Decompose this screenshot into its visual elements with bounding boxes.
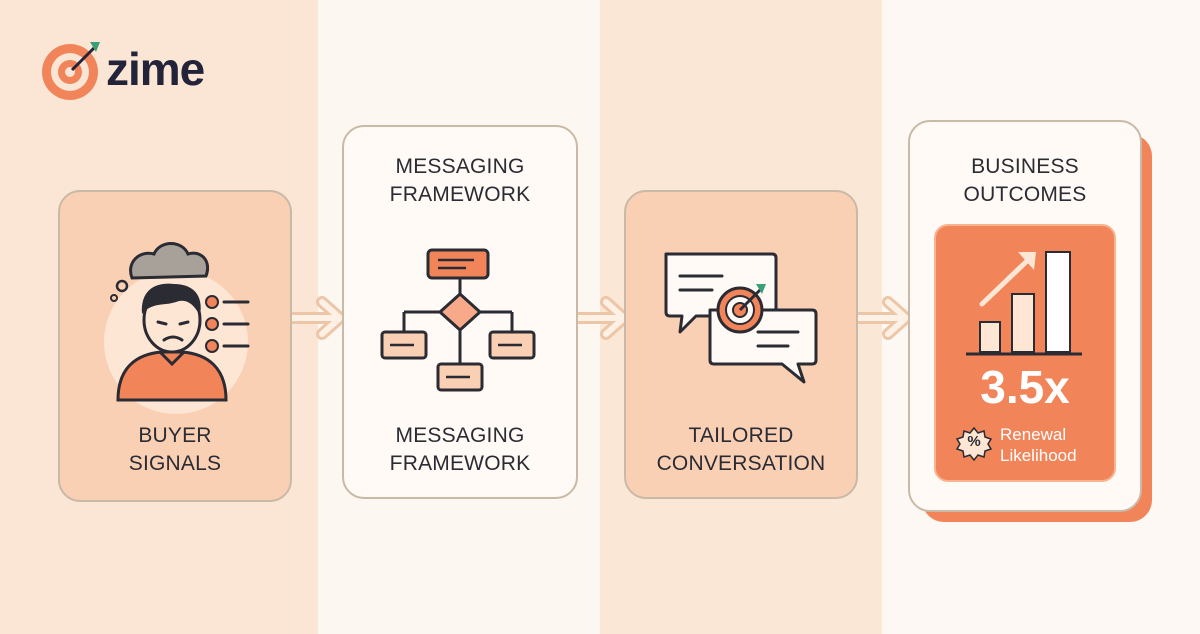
percent-badge-symbol: % xyxy=(967,433,981,450)
chat-bubbles-target-icon xyxy=(664,252,818,384)
target-logo-icon xyxy=(42,42,100,100)
zime-logo: zime xyxy=(40,38,240,102)
person-thinking-icon xyxy=(104,242,250,414)
growth-bar-chart-icon xyxy=(966,251,1082,356)
percent-badge-icon xyxy=(955,426,993,462)
brand-name: zime xyxy=(106,43,205,95)
outcome-value: 3.5x xyxy=(980,361,1070,413)
flowchart-icon xyxy=(380,248,536,392)
